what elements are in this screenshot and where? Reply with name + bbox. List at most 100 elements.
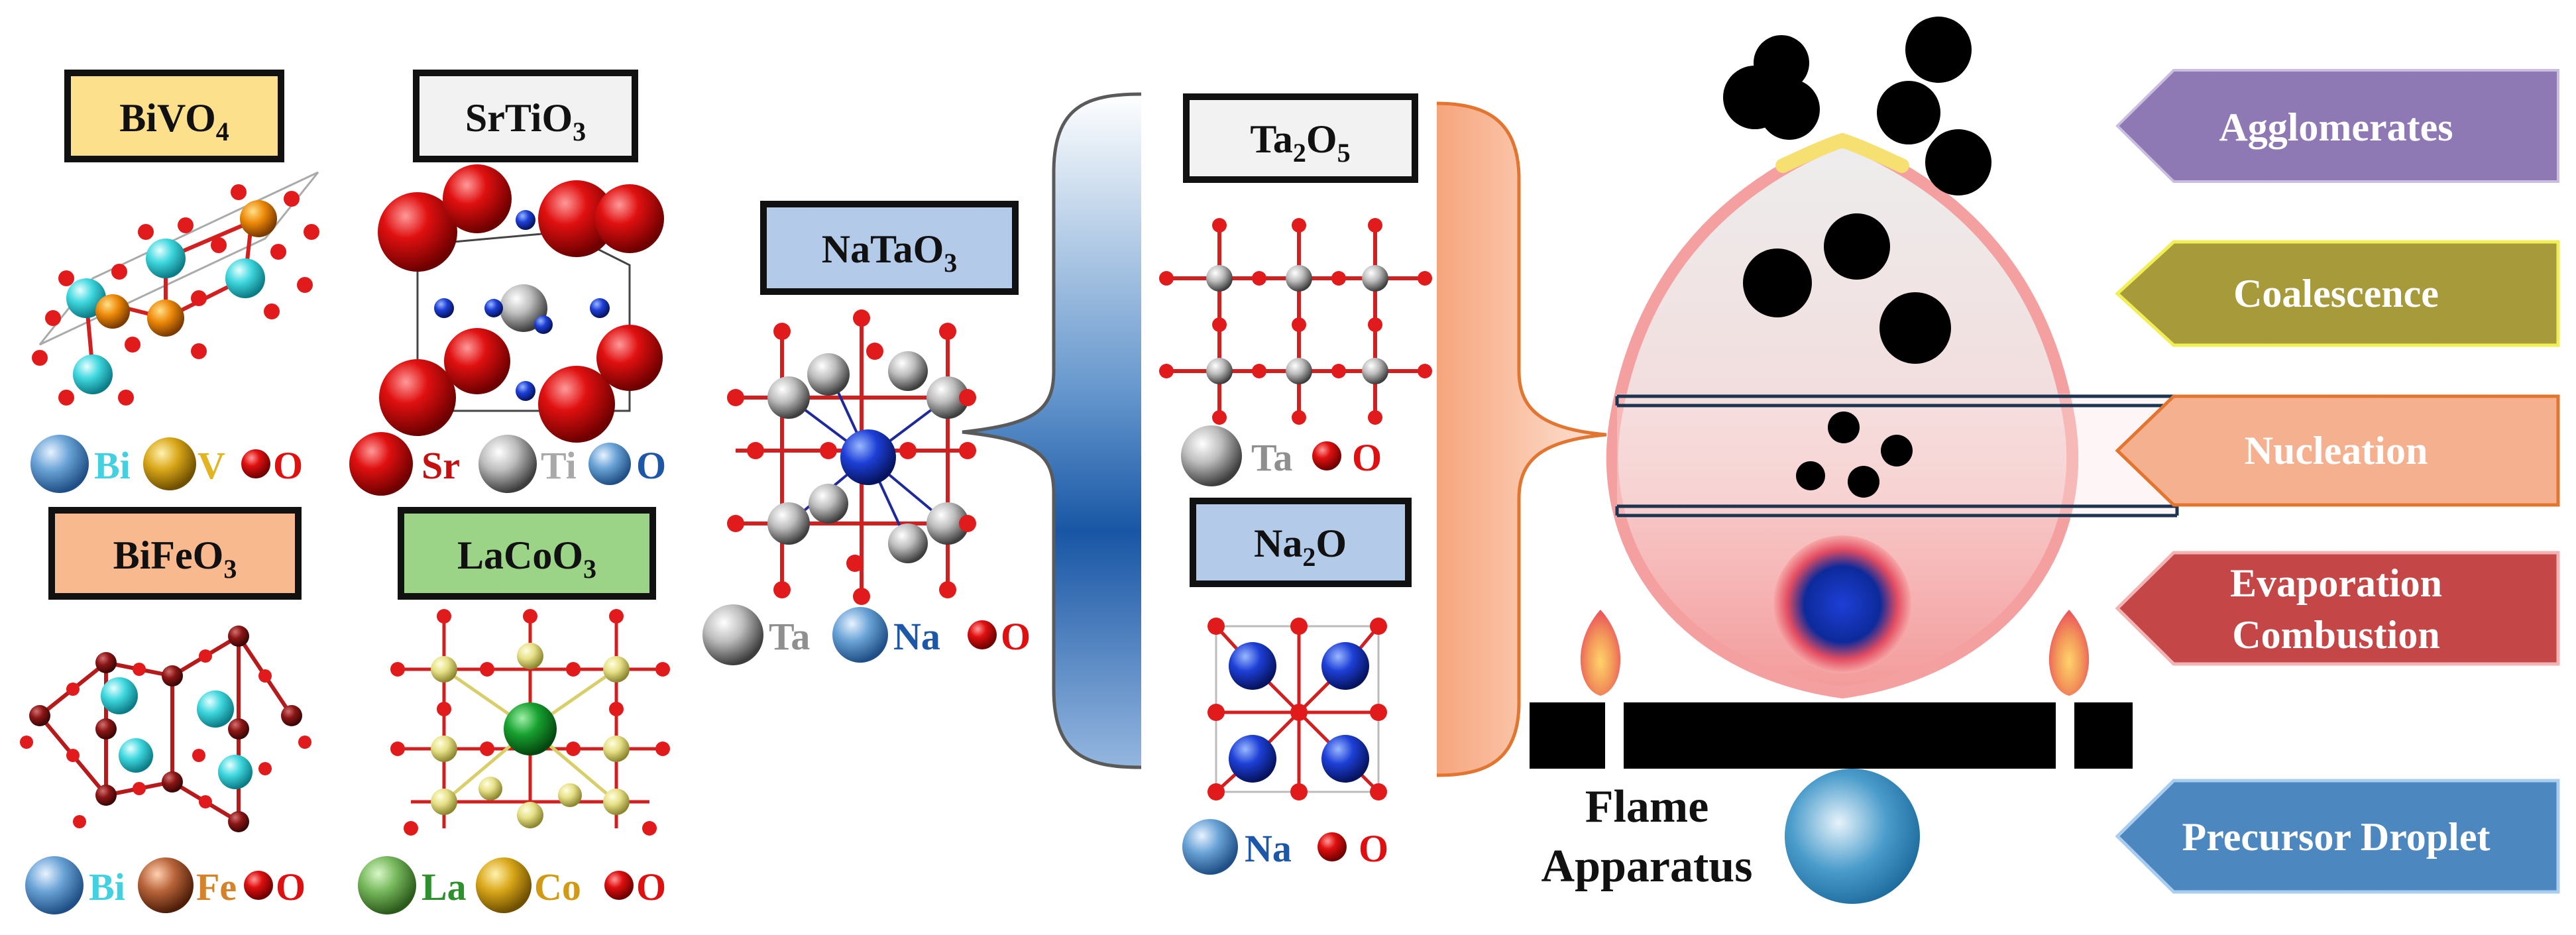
na-atom-icon (832, 607, 888, 663)
la-legend-label: La (421, 865, 467, 908)
ta2o5-label: Ta2O5 (1250, 117, 1350, 168)
srtio3-crystal-structure (378, 164, 664, 443)
na-legend-label: Na (893, 615, 940, 658)
na2o-label: Na2O (1254, 522, 1347, 572)
evaporation-combustion-stage: Evaporation Combustion (2115, 551, 2560, 666)
co-atom-icon (476, 857, 532, 913)
o-legend-label: O (1001, 615, 1031, 658)
na2o-crystal-structure (1207, 618, 1387, 800)
bivo4-legend: Bi V O (30, 435, 303, 493)
agglomerate-particle (1877, 81, 1940, 144)
natao3-crystal-structure (727, 309, 976, 605)
nucleus-particle (1828, 412, 1860, 443)
ta-atom-icon (702, 604, 763, 665)
bifeo3-legend: Bi Fe O (25, 856, 306, 914)
natao3-label: NaTaO3 (822, 227, 958, 278)
agglomerate-particle (1759, 79, 1820, 140)
svg-text:Combustion: Combustion (2232, 613, 2439, 657)
o-atom-icon (604, 871, 634, 900)
na-atom-icon (1182, 819, 1238, 875)
co-legend-label: Co (534, 865, 581, 908)
bifeo3-label-box (48, 507, 302, 600)
o-legend-label: O (276, 865, 306, 908)
svg-text:Agglomerates: Agglomerates (2219, 105, 2453, 149)
o-atom-icon (241, 449, 270, 478)
bi-atom-icon (30, 435, 89, 493)
ti-atom-icon (478, 435, 537, 493)
nucleation-stage: Nucleation (2115, 394, 2560, 507)
lacoo3-label: LaCoO3 (457, 533, 596, 584)
flame-apparatus-label: Flame (1585, 781, 1709, 832)
burner-slot-right (2056, 702, 2074, 769)
nucleus-particle (1881, 435, 1913, 467)
o-atom-icon (588, 443, 631, 485)
agglomerate-particle (1905, 17, 1972, 83)
v-legend-label: V (197, 444, 225, 487)
na2o-panel: Na2O Na O (1182, 498, 1412, 875)
agglomerate-particle (1754, 35, 1809, 91)
o-legend-label: O (1352, 436, 1382, 479)
fe-atom-icon (138, 857, 194, 913)
ti-legend-label: Ti (541, 444, 577, 487)
o-atom-icon (1317, 832, 1347, 861)
o-legend-label: O (1359, 827, 1388, 870)
ta-legend-label: Ta (1251, 436, 1292, 479)
flame-apparatus-label-line2: Apparatus (1541, 841, 1753, 892)
na-legend-label: Na (1245, 827, 1292, 870)
precursor-droplet-stage: Precursor Droplet (2115, 779, 2560, 894)
bivo4-crystal-structure (32, 171, 319, 406)
ta-legend-label: Ta (769, 615, 810, 658)
srtio3-label: SrTiO3 (465, 96, 586, 146)
nucleus-particle (1848, 466, 1879, 498)
ta2o5-crystal-structure (1159, 218, 1432, 425)
bivo4-label-box (64, 70, 284, 162)
bifeo3-panel: BiFeO3 (20, 507, 311, 914)
ta-atom-icon (1181, 425, 1242, 486)
flame-reactor: Flame Apparatus (1530, 17, 2179, 904)
stage-labels: Agglomerates Coalescence Nucleation Evap… (2115, 69, 2560, 894)
bivo4-panel: BiVO4 B (30, 70, 319, 493)
lacoo3-crystal-structure (390, 609, 670, 836)
coalesced-particle (1879, 292, 1951, 364)
bifeo3-label: BiFeO3 (113, 533, 237, 584)
burner-slot-left (1605, 702, 1624, 769)
bi-legend-label: Bi (89, 865, 125, 908)
fe-legend-label: Fe (196, 865, 237, 908)
flame-tip (1775, 133, 1909, 173)
la-atom-icon (358, 856, 416, 914)
o-atom-icon (968, 620, 997, 649)
natao3-legend: Ta Na O (702, 604, 1031, 665)
bi-legend-label: Bi (94, 444, 131, 487)
bifeo3-crystal-structure (20, 626, 311, 832)
precursor-droplet (1785, 769, 1920, 904)
lacoo3-label-box (398, 507, 656, 600)
o-legend-label: O (636, 444, 666, 487)
ta2o5-label-box (1183, 93, 1418, 183)
srtio3-legend: Sr Ti O (349, 432, 666, 496)
lacoo3-panel: LaCoO3 (358, 507, 670, 914)
sr-atom-icon (349, 432, 413, 496)
ta2o5-legend: Ta O (1181, 425, 1382, 486)
o-atom-icon (244, 871, 273, 900)
bi-atom-icon (25, 856, 84, 914)
na2o-label-box (1190, 498, 1412, 587)
sr-legend-label: Sr (421, 444, 460, 487)
svg-text:Precursor Droplet: Precursor Droplet (2182, 815, 2491, 859)
o-legend-label: O (273, 444, 303, 487)
agglomerates-stage: Agglomerates (2115, 69, 2559, 183)
o-atom-icon (1312, 441, 1341, 470)
coalescence-stage: Coalescence (2115, 240, 2560, 347)
lacoo3-legend: La Co O (358, 856, 666, 914)
o-legend-label: O (636, 865, 666, 908)
v-atom-icon (143, 437, 196, 490)
burner-base (1530, 702, 2133, 769)
bivo4-label: BiVO4 (119, 96, 229, 146)
svg-text:Evaporation: Evaporation (2230, 561, 2442, 605)
coalesced-particle (1824, 213, 1890, 280)
burner-flame-left (1580, 610, 1621, 696)
ta2o5-panel: Ta2O5 Ta O (1159, 93, 1432, 486)
svg-text:Coalescence: Coalescence (2233, 272, 2439, 315)
srtio3-label-box (413, 70, 638, 162)
decomposition-brace (962, 86, 1149, 775)
